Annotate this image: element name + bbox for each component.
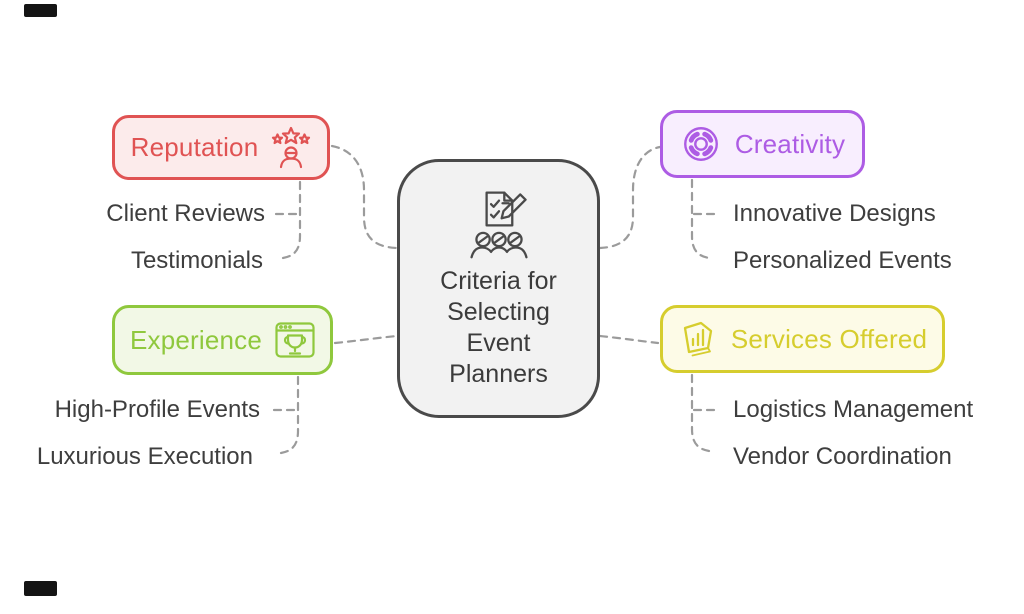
sub-item-vendor-coordination: Vendor Coordination xyxy=(733,443,952,470)
center-title-line4: Planners xyxy=(449,360,548,388)
trophy-window-icon xyxy=(275,322,315,358)
center-title-line2: Selecting xyxy=(447,298,550,326)
center-node-criteria: Criteria for Selecting Event Planners xyxy=(397,159,600,418)
person-stars-icon xyxy=(271,126,311,170)
center-title-line3: Event xyxy=(466,329,531,357)
creative-wheel-icon xyxy=(680,123,722,165)
connector-reputation-center xyxy=(330,144,399,250)
branch-label-reputation: Reputation xyxy=(130,132,259,162)
connector-reputation-children xyxy=(281,180,302,260)
sub-item-innovative-designs: Innovative Designs xyxy=(733,200,936,227)
connector-creativity-children xyxy=(690,178,711,260)
sub-item-personalized-events: Personalized Events xyxy=(733,247,952,274)
connector-experience-children xyxy=(279,375,300,455)
sub-item-testimonials: Testimonials xyxy=(130,247,263,274)
branch-node-experience: Experience xyxy=(112,305,333,375)
branch-label-creativity: Creativity xyxy=(734,128,846,159)
sub-item-logistics-management: Logistics Management xyxy=(733,396,974,423)
branch-node-reputation: Reputation xyxy=(112,115,330,180)
chart-tag-icon xyxy=(678,319,718,359)
connector-services-children xyxy=(690,373,711,453)
center-title-line1: Criteria for xyxy=(440,267,557,295)
checklist-team-icon xyxy=(468,190,530,259)
connector-center-creativity xyxy=(598,145,662,250)
black-marker-top xyxy=(24,4,57,17)
sub-item-high-profile-events: High-Profile Events xyxy=(54,396,260,423)
black-marker-bottom xyxy=(24,581,57,596)
connector-experience-center xyxy=(333,334,399,345)
sub-item-client-reviews: Client Reviews xyxy=(106,200,265,227)
branch-node-services: Services Offered xyxy=(660,305,945,373)
branch-node-creativity: Creativity xyxy=(660,110,865,178)
center-node-title: Criteria for Selecting Event Planners xyxy=(440,266,557,390)
branch-label-services: Services Offered xyxy=(730,323,928,354)
connector-center-services xyxy=(598,334,660,345)
branch-label-experience: Experience xyxy=(129,324,263,355)
sub-item-luxurious-execution: Luxurious Execution xyxy=(36,443,253,470)
